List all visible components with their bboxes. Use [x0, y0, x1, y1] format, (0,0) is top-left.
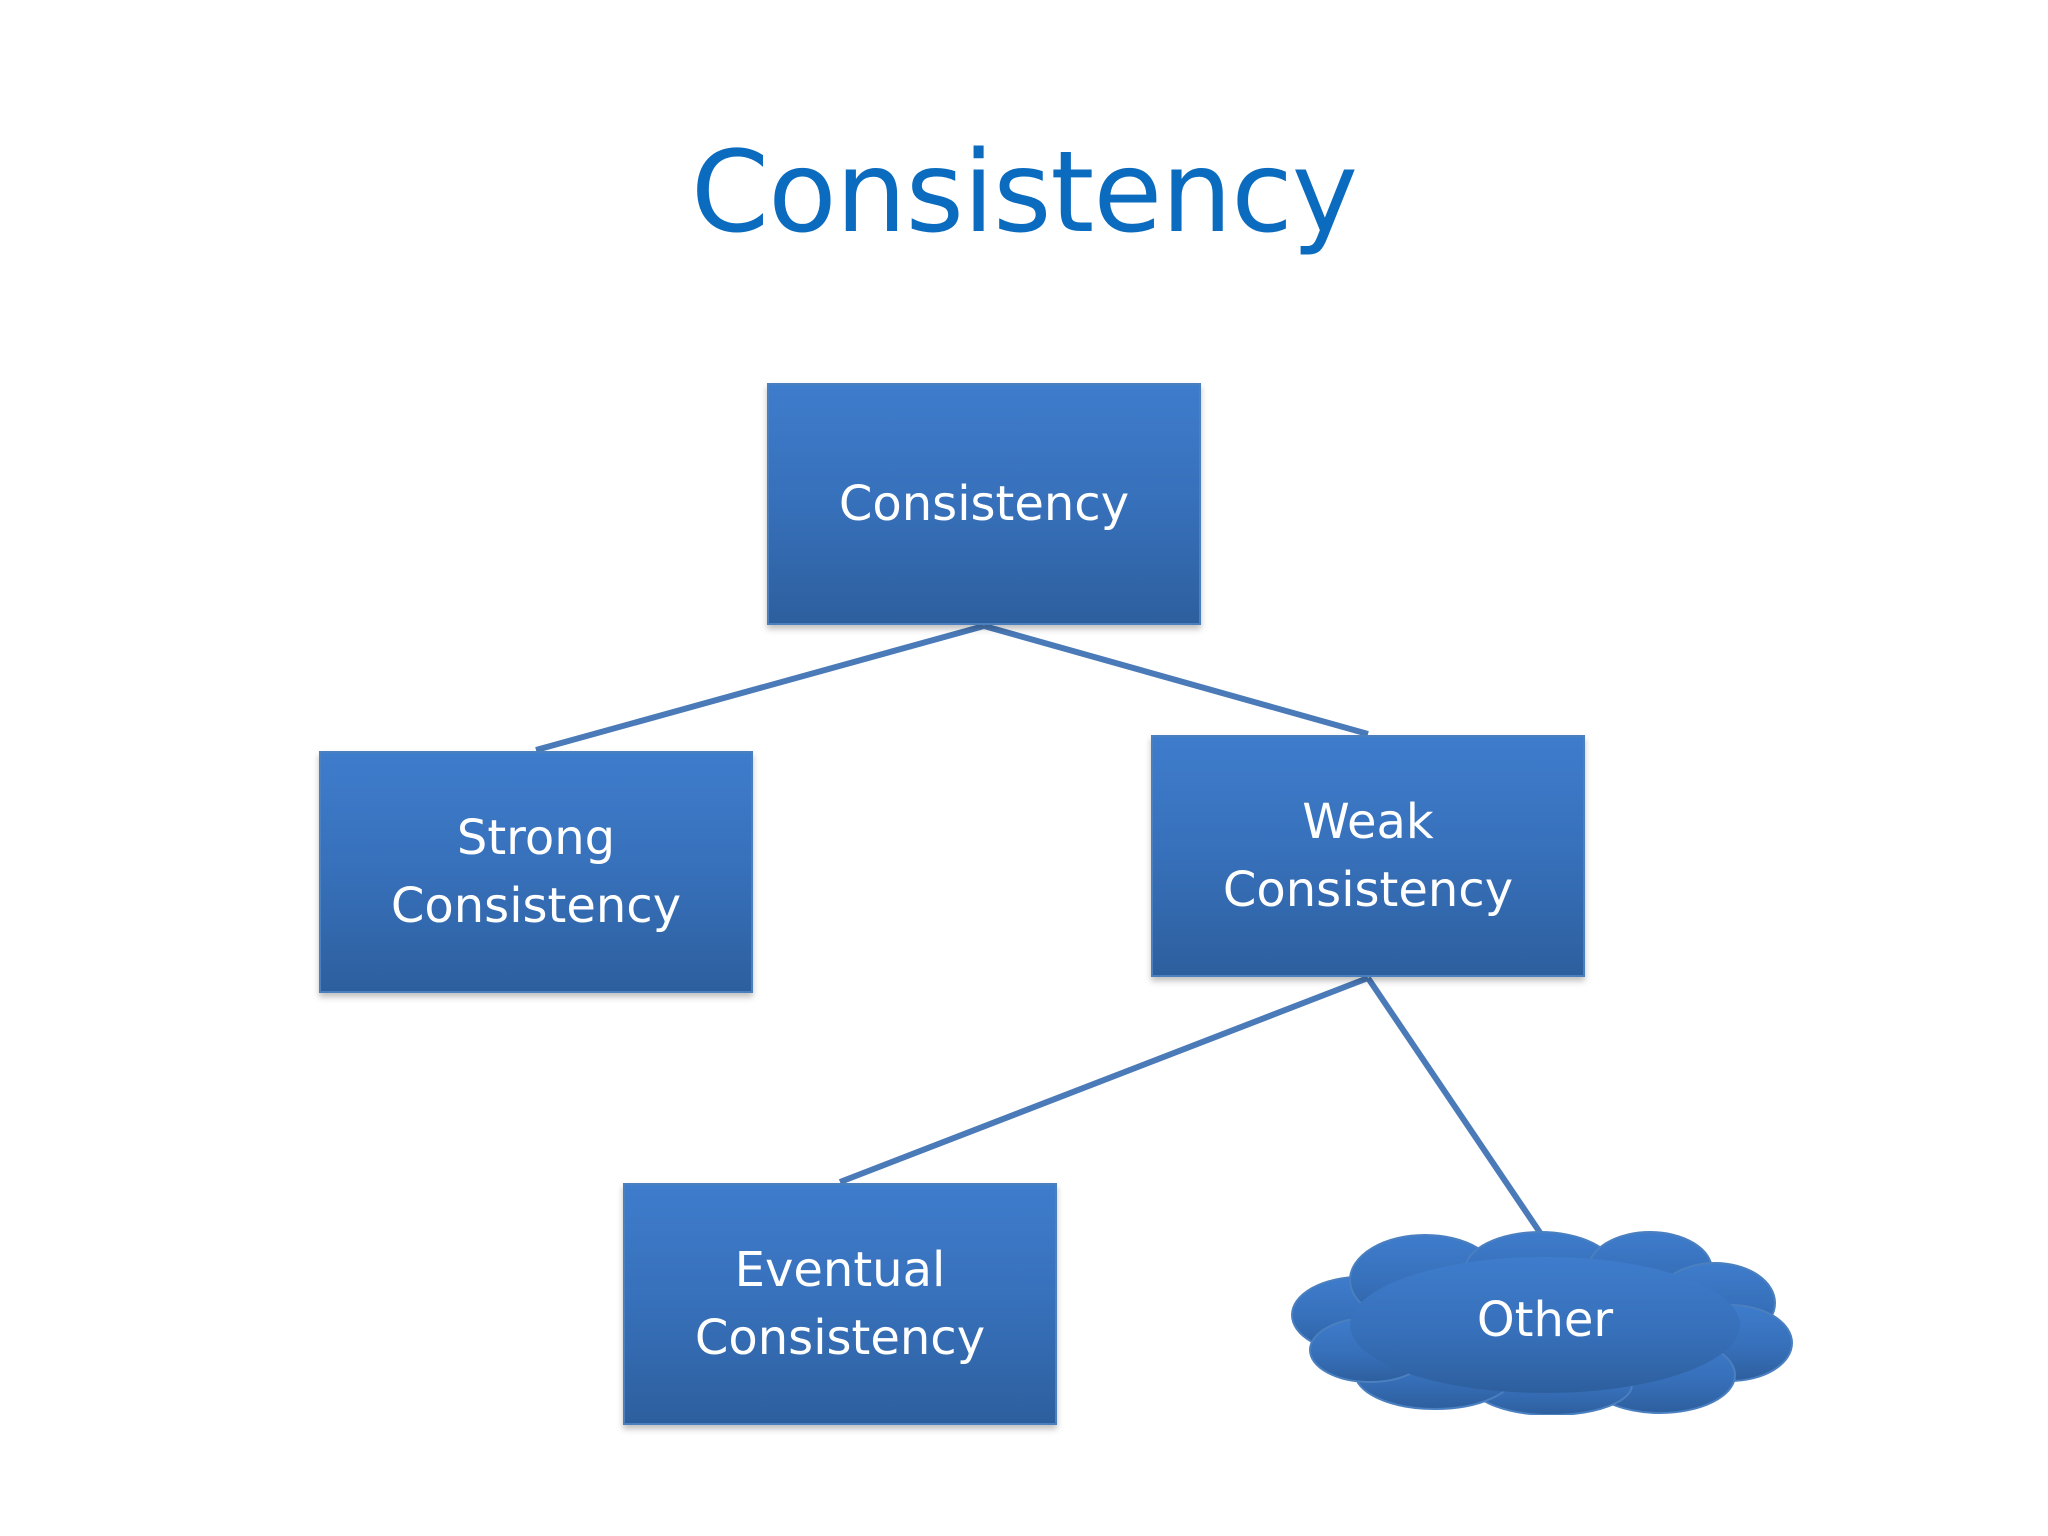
- connector-weak-eventual: [838, 975, 1370, 1185]
- node-other-label: Other: [1476, 1292, 1614, 1348]
- connector-weak-other: [1365, 976, 1548, 1242]
- node-eventual-label-line2: Consistency: [694, 1310, 986, 1366]
- connector-root-weak: [983, 623, 1369, 737]
- connector-root-strong: [535, 623, 985, 753]
- node-eventual-label-line1: Eventual: [734, 1242, 946, 1298]
- node-strong-label-line2: Consistency: [390, 878, 682, 934]
- slide-title: Consistency: [690, 128, 1358, 258]
- node-weak-label-line1: Weak: [1302, 794, 1434, 850]
- node-consistency: Consistency: [767, 383, 1201, 625]
- node-consistency-label: Consistency: [838, 476, 1130, 532]
- node-weak-label-line2: Consistency: [1222, 862, 1514, 918]
- node-other-cloud: Other: [1290, 1225, 1800, 1416]
- node-eventual-consistency: Eventual Consistency: [623, 1183, 1057, 1425]
- node-strong-label-line1: Strong: [456, 810, 616, 866]
- cloud-shape: [1291, 1231, 1793, 1416]
- node-weak-consistency: Weak Consistency: [1151, 735, 1585, 977]
- node-strong-consistency: Strong Consistency: [319, 751, 753, 993]
